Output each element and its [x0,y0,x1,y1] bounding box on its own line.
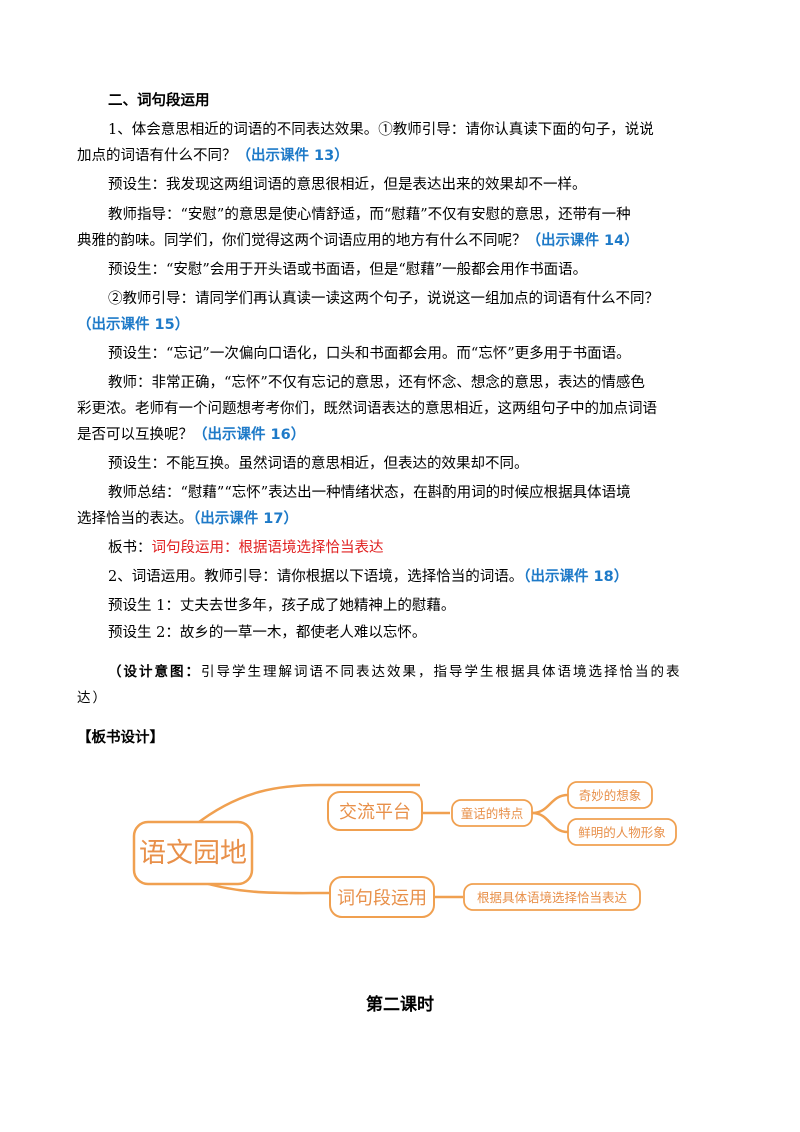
root-node-label: 语文园地 [139,838,247,869]
courseware-ref-13: （出示课件 13） [236,148,349,164]
board-design-heading: 【板书设计】 [77,729,164,746]
connector-child-leaf1 [531,793,569,815]
leaf2-node-box [567,818,677,846]
branch1-node: 交流平台 [327,791,423,831]
paragraph-11: 预设生 1：丈夫去世多年，孩子成了她精神上的慰藉。 [108,598,456,614]
branch2-child-node: 根据具体语境选择恰当表达 [463,883,641,911]
root-node: 语文园地 [132,820,254,886]
board-label: 板书： [108,540,152,556]
courseware-ref-15: （出示课件 15） [77,317,190,333]
connector-child-leaf2 [531,811,569,834]
board-content: 词句段运用：根据语境选择恰当表达 [151,540,384,556]
leaf2-node-label: 鲜明的人物形象 [578,825,666,840]
paragraph-7-line-2: 彩更浓。老师有一个问题想考考你们，既然词语表达的意思相近，这两组句子中的加点词语 [77,401,657,417]
paragraph-9-text: 选择恰当的表达。 [77,511,193,527]
section-heading: 二、词句段运用 [108,92,210,109]
branch1-child-node-label: 童话的特点 [461,806,524,821]
branch1-child-node: 童话的特点 [451,799,533,827]
branch2-child-node-label: 根据具体语境选择恰当表达 [477,890,628,905]
paragraph-2: 预设生：我发现这两组词语的意思很相近，但是表达出来的效果却不一样。 [108,177,587,193]
board-note: 板书：词句段运用：根据语境选择恰当表达 [108,538,384,558]
branch2-node-label: 词句段运用 [337,888,427,909]
mind-map-connectors [194,783,569,899]
root-node-box [132,820,254,886]
leaf1-node: 奇妙的想象 [567,781,653,809]
paragraph-3-text: 典雅的韵味。同学们，你们觉得这两个词语应用的地方有什么不同呢？ [77,233,527,249]
paragraph-1-line-1: 1、体会意思相近的词语的不同表达效果。①教师引导：请你认真读下面的句子，说说 [108,122,654,138]
courseware-ref-14: （出示课件 14） [526,233,639,249]
paragraph-7-text: 是否可以互换呢？ [77,427,193,443]
connector-root-branch2 [194,878,432,895]
leaf1-node-label: 奇妙的想象 [579,788,642,803]
paragraph-1-text: 加点的词语有什么不同？ [77,148,237,164]
paragraph-4: 预设生：“安慰”会用于开头语或书面语，但是“慰藉”一般都会用作书面语。 [108,262,588,278]
design-intent-line-2: 达） [77,690,108,706]
paragraph-5-line-1: ②教师引导：请同学们再认真读一读这两个句子，说说这一组加点的词语有什么不同？ [108,291,659,307]
leaf2-node: 鲜明的人物形象 [567,818,677,846]
design-intent-text: 引导学生理解词语不同表达效果，指导学生根据具体语境选择恰当的表 [201,664,682,680]
paragraph-7-line-1: 教师：非常正确，“忘怀”不仅有忘记的意思，还有怀念、想念的意思，表达的情感色 [108,375,645,391]
paragraph-10-text: 2、词语运用。教师引导：请你根据以下语境，选择恰当的词语。 [108,569,524,585]
branch1-child-node-box [451,799,533,827]
branch2-node-box [329,876,435,918]
paragraph-7-line-3: 是否可以互换呢？（出示课件 16） [77,425,305,445]
leaf1-node-box [567,781,653,809]
branch2-node: 词句段运用 [329,876,435,918]
courseware-ref-18: （出示课件 18） [523,569,629,585]
lesson-title: 第二课时 [366,995,434,1015]
paragraph-9-line-1: 教师总结：“慰藉”“忘怀”表达出一种情绪状态，在斟酌用词的时候应根据具体语境 [108,485,631,501]
branch1-node-box [327,791,423,831]
branch1-node-label: 交流平台 [339,802,411,823]
paragraph-12: 预设生 2：故乡的一草一木，都使老人难以忘怀。 [108,625,427,641]
paragraph-1-line-2: 加点的词语有什么不同？（出示课件 13） [77,146,349,166]
paragraph-3-line-2: 典雅的韵味。同学们，你们觉得这两个词语应用的地方有什么不同呢？（出示课件 14） [77,231,639,251]
design-intent-line-1: （设计意图：引导学生理解词语不同表达效果，指导学生根据具体语境选择恰当的表 [108,662,682,682]
paragraph-10: 2、词语运用。教师引导：请你根据以下语境，选择恰当的词语。（出示课件 18） [108,567,628,587]
courseware-ref-16: （出示课件 16） [193,427,306,443]
paragraph-8: 预设生：不能互换。虽然词语的意思相近，但表达的效果却不同。 [108,456,529,472]
paragraph-3-line-1: 教师指导：“安慰”的意思是使心情舒适，而“慰藉”不仅有安慰的意思，还带有一种 [108,207,631,223]
design-intent-label: （设计意图： [108,664,201,680]
branch2-child-node-box [463,883,641,911]
paragraph-9-line-2: 选择恰当的表达。（出示课件 17） [77,509,298,529]
courseware-ref-17: （出示课件 17） [193,511,298,527]
paragraph-6: 预设生：“忘记”一次偏向口语化，口头和书面都会用。而“忘怀”更多用于书面语。 [108,346,631,362]
connector-root-branch1 [194,783,420,826]
